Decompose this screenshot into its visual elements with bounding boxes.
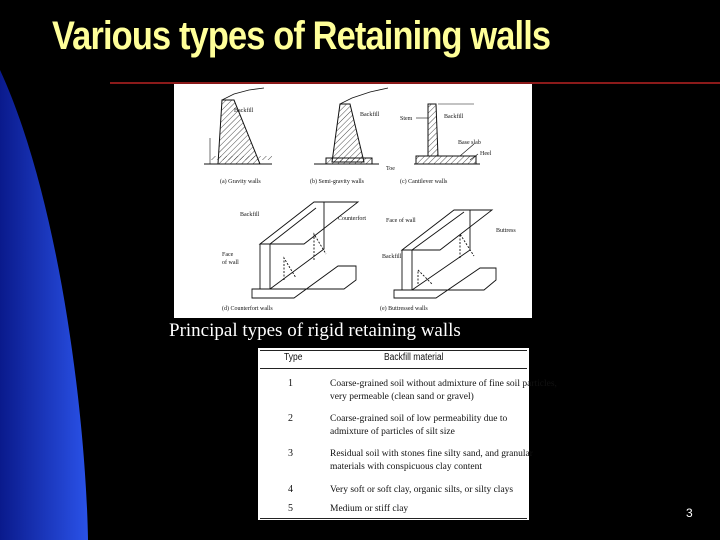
label-counterfort: Counterfort (338, 215, 366, 222)
label-heel: Heel (480, 151, 492, 157)
figure-caption: Principal types of rigid retaining walls (169, 320, 461, 341)
label-backfill-b: Backfill (360, 111, 380, 118)
table-cell-material: Coarse-grained soil of low permeability … (330, 414, 508, 424)
panel-label-a: (a) Gravity walls (220, 178, 261, 185)
retaining-walls-figure: Backfill (a) Gravity walls Backfill (b) … (174, 84, 532, 318)
label-backfill-e: Backfill (382, 253, 402, 260)
table-cell-material: Residual soil with stones fine silty san… (330, 449, 533, 459)
label-backfill-d: Backfill (240, 211, 260, 218)
counterfort-wall-drawing (251, 201, 360, 299)
table-header-type: Type (284, 352, 303, 363)
slide-accent-band (0, 0, 88, 540)
slide-title: Various types of Retaining walls (52, 14, 551, 58)
table-cell-material: admixture of particles of silt size (330, 427, 455, 437)
panel-label-b: (b) Semi-gravity walls (310, 178, 365, 185)
table-cell-material: Medium or stiff clay (330, 504, 409, 514)
table-header-material: Backfill material (384, 352, 444, 363)
label-of-wall: of wall (222, 259, 239, 266)
gravity-wall-drawing (204, 87, 272, 165)
panel-label-c: (c) Cantilever walls (400, 178, 448, 185)
table-cell-material: very permeable (clean sand or gravel) (330, 392, 474, 402)
table-cell-material: Very soft or soft clay, organic silts, o… (330, 485, 514, 495)
cantilever-wall-drawing (414, 103, 480, 165)
label-base-slab: Base slab (458, 140, 481, 146)
table-cell-type: 2 (288, 413, 293, 424)
label-stem: Stem (400, 116, 413, 122)
label-buttress: Buttress (496, 228, 516, 234)
buttressed-wall-drawing (393, 209, 497, 299)
panel-label-e: (e) Buttressed walls (380, 305, 428, 312)
backfill-table: Type Backfill material 1 Coarse-grained … (258, 348, 557, 520)
label-backfill-a: Backfill (234, 107, 254, 114)
table-cell-material: materials with conspicuous clay content (330, 462, 482, 472)
label-face: Face (222, 252, 234, 258)
slide-number: 3 (686, 506, 693, 520)
table-cell-type: 1 (288, 378, 293, 389)
table-cell-type: 5 (288, 503, 293, 514)
table-cell-type: 4 (288, 484, 293, 495)
table-rule-header (260, 368, 527, 369)
label-backfill-c: Backfill (444, 113, 464, 120)
label-face-of-wall: Face of wall (386, 217, 416, 224)
label-toe: Toe (386, 166, 395, 172)
table-cell-material: Coarse-grained soil without admixture of… (330, 379, 557, 389)
table-rule-bottom (260, 518, 527, 519)
semi-gravity-wall-drawing (314, 87, 389, 165)
panel-label-d: (d) Counterfort walls (222, 305, 273, 312)
table-rule-top (260, 350, 527, 351)
title-rule (110, 82, 720, 84)
table-cell-type: 3 (288, 448, 293, 459)
